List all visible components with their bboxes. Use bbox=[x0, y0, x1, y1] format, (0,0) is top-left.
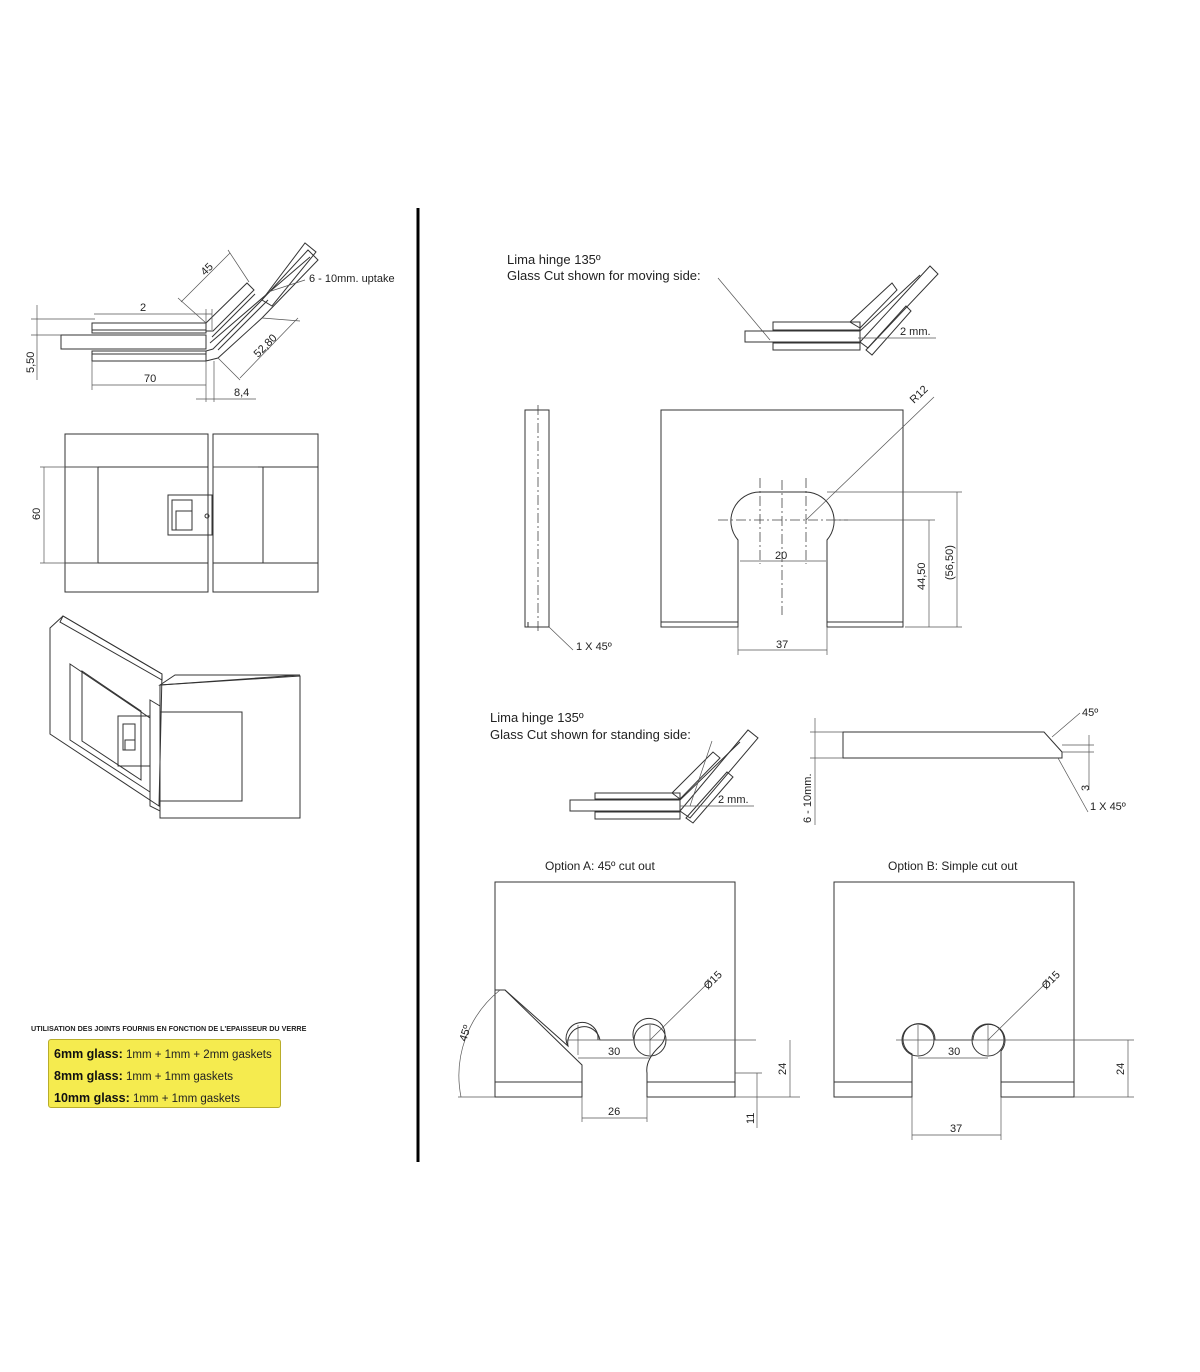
moving-dim-37: 37 bbox=[776, 639, 788, 651]
option-a-spacing: 30 bbox=[608, 1046, 620, 1058]
iso-view bbox=[49, 615, 301, 819]
moving-gap: 2 mm. bbox=[900, 326, 931, 338]
gasket-spec: 1mm + 1mm + 2mm gaskets bbox=[125, 1049, 272, 1061]
option-a-bottom: 11 bbox=[745, 1113, 757, 1124]
gasket-glass-label: 6mm glass: bbox=[54, 1047, 123, 1061]
gasket-glass-label: 8mm glass: bbox=[54, 1069, 123, 1083]
moving-side-diagram: Lima hinge 135º Glass Cut shown for movi… bbox=[507, 252, 939, 356]
standing-chamfer: 1 X 45º bbox=[1090, 801, 1126, 813]
standing-side-diagram: Lima hinge 135º Glass Cut shown for stan… bbox=[490, 710, 759, 824]
gasket-table: 6mm glass: 1mm + 1mm + 2mm gaskets 8mm g… bbox=[48, 1039, 281, 1108]
option-b-hole: Ø15 bbox=[1040, 969, 1063, 992]
standing-gap: 2 mm. bbox=[718, 794, 749, 806]
option-b: Option B: Simple cut out Ø15 30 24 37 bbox=[833, 859, 1134, 1140]
dim-70: 70 bbox=[144, 373, 156, 385]
standing-angle: 45º bbox=[1082, 707, 1098, 719]
gasket-row-6mm: 6mm glass: 1mm + 1mm + 2mm gaskets bbox=[54, 1043, 280, 1065]
moving-side-subtitle: Glass Cut shown for moving side: bbox=[507, 268, 701, 283]
moving-chamfer: 1 X 45º bbox=[576, 641, 612, 653]
dim-8-4: 8,4 bbox=[234, 387, 249, 399]
standing-side-subtitle: Glass Cut shown for standing side: bbox=[490, 727, 691, 742]
moving-side-title: Lima hinge 135º bbox=[507, 252, 601, 267]
dim-45: 45 bbox=[199, 261, 216, 278]
gasket-heading: UTILISATION DES JOINTS FOURNIS EN FONCTI… bbox=[31, 1024, 307, 1033]
gasket-glass-label: 10mm glass: bbox=[54, 1091, 130, 1105]
dim-52-80: 52,80 bbox=[252, 332, 280, 360]
option-a-opening: 26 bbox=[608, 1106, 620, 1118]
standing-thickness: 6 - 10mm. bbox=[802, 773, 814, 823]
glass-edge-profile: 1 X 45º bbox=[524, 405, 612, 653]
uptake-note: 6 - 10mm. uptake bbox=[309, 273, 395, 285]
gasket-spec: 1mm + 1mm gaskets bbox=[132, 1093, 240, 1105]
gasket-row-10mm: 10mm glass: 1mm + 1mm gaskets bbox=[54, 1087, 280, 1109]
gasket-spec: 1mm + 1mm gaskets bbox=[125, 1071, 234, 1083]
dim-5-50: 5,50 bbox=[25, 352, 37, 373]
moving-dim-44-50: 44,50 bbox=[916, 562, 928, 590]
gasket-row-8mm: 8mm glass: 1mm + 1mm gaskets bbox=[54, 1065, 280, 1087]
front-view: 60 bbox=[31, 433, 319, 593]
option-a-title: Option A: 45º cut out bbox=[545, 859, 655, 873]
dim-2: 2 bbox=[140, 302, 146, 314]
option-a-height: 24 bbox=[777, 1063, 789, 1075]
option-b-opening: 37 bbox=[950, 1123, 962, 1135]
moving-dim-20: 20 bbox=[775, 550, 787, 562]
option-a-hole: Ø15 bbox=[702, 969, 725, 992]
option-b-spacing: 30 bbox=[948, 1046, 960, 1058]
moving-dim-56-50: (56,50) bbox=[944, 545, 956, 580]
moving-radius: R12 bbox=[908, 384, 931, 407]
plan-view: 45 2 5,50 70 52,80 8,4 6 - 10mm. uptake bbox=[25, 242, 395, 402]
option-a: Option A: 45º cut out Ø15 30 24 26 11 45… bbox=[457, 859, 800, 1128]
standing-side-title: Lima hinge 135º bbox=[490, 710, 584, 725]
edge-detail: 6 - 10mm. 45º 3 1 X 45º bbox=[802, 707, 1126, 825]
moving-glass-panel: R12 20 44,50 (56,50) 37 bbox=[660, 384, 962, 655]
dim-60: 60 bbox=[31, 508, 43, 520]
standing-edge: 3 bbox=[1080, 785, 1092, 791]
option-b-height: 24 bbox=[1115, 1063, 1127, 1075]
option-a-angle: 45º bbox=[457, 1024, 473, 1043]
option-b-title: Option B: Simple cut out bbox=[888, 859, 1018, 873]
